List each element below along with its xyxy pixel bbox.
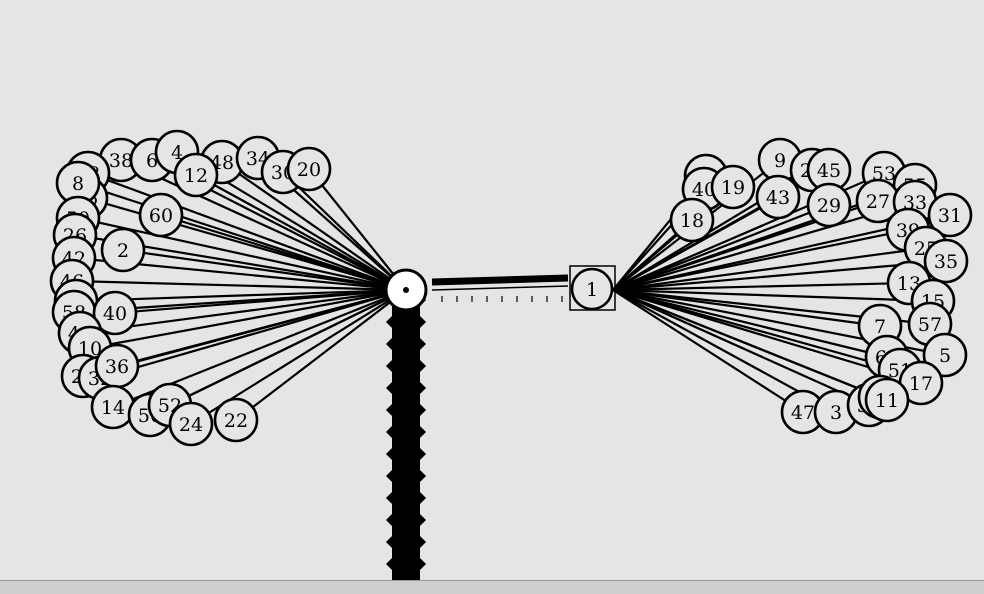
node-right-45-label: 45 (817, 160, 841, 182)
edge-left-40 (114, 288, 407, 315)
node-left-14-label: 14 (101, 397, 125, 419)
node-left-40-label: 40 (103, 303, 127, 325)
node-left-40[interactable]: 40 (92, 290, 138, 336)
edge-left-10 (89, 288, 407, 350)
right-hub-label: 1 (586, 279, 598, 301)
node-left-14[interactable]: 14 (90, 384, 136, 430)
node-left-8-label: 8 (72, 173, 84, 195)
spine-notch (386, 426, 426, 438)
edge-right-25 (612, 246, 927, 292)
node-left-12[interactable]: 12 (173, 152, 219, 198)
node-left-20[interactable]: 20 (286, 146, 332, 192)
node-right-7-label: 7 (874, 316, 886, 338)
node-right-9-label: 9 (774, 150, 786, 172)
edge-right-47 (612, 289, 804, 413)
node-right-31[interactable]: 31 (927, 192, 973, 238)
edge-right-43 (612, 196, 779, 291)
hub-connector (431, 274, 569, 302)
node-right-29-label: 29 (817, 195, 841, 217)
node-right-18-label: 18 (680, 210, 704, 232)
nodes-layer: 3864483430201816128506026242465458404410… (49, 129, 973, 447)
node-left-20-label: 20 (297, 159, 321, 181)
edge-right-37 (612, 288, 870, 407)
node-right-17[interactable]: 17 (898, 360, 944, 406)
status-bar (0, 580, 984, 594)
node-left-36-label: 36 (105, 356, 129, 378)
node-right-3-label: 3 (830, 402, 842, 424)
edge-right-11 (612, 288, 888, 402)
node-right-5-label: 5 (939, 345, 951, 367)
edge-left-32 (99, 288, 407, 380)
node-right-29[interactable]: 29 (806, 182, 852, 228)
left-hub-node[interactable] (384, 268, 428, 312)
node-left-24-label: 24 (179, 414, 203, 436)
node-left-22-label: 22 (224, 410, 248, 432)
edge-left-20 (308, 168, 407, 291)
edge-right-61 (612, 288, 888, 359)
node-right-35-label: 35 (934, 251, 958, 273)
edge-right-39 (612, 228, 909, 292)
node-left-36[interactable]: 36 (94, 343, 140, 389)
edge-left-18 (87, 171, 407, 292)
node-left-4-label: 4 (171, 142, 183, 164)
node-right-57-label: 57 (918, 314, 942, 336)
node-right-31-label: 31 (938, 205, 962, 227)
edge-left-22 (235, 289, 407, 421)
spine-notch (386, 316, 426, 328)
node-left-38-label: 38 (109, 150, 133, 172)
edge-left-38 (120, 158, 407, 292)
spine-notch (386, 536, 426, 548)
edge-right-15 (612, 288, 934, 303)
edge-left-48 (221, 161, 407, 291)
node-left-24[interactable]: 24 (168, 401, 214, 447)
node-left-2[interactable]: 2 (100, 227, 146, 273)
edge-right-29 (612, 203, 830, 292)
spine-notch (386, 492, 426, 504)
node-right-19[interactable]: 19 (710, 164, 756, 210)
edge-right-13 (612, 281, 910, 292)
node-right-17-label: 17 (909, 373, 933, 395)
node-right-40-label: 40 (692, 179, 716, 201)
node-right-35[interactable]: 35 (923, 238, 969, 284)
node-right-27-label: 27 (866, 191, 890, 213)
spine-notch (386, 558, 426, 570)
edge-right-7 (612, 288, 881, 328)
edge-left-2 (122, 248, 407, 292)
spine-notch (386, 448, 426, 460)
node-left-38[interactable]: 38 (98, 137, 144, 183)
edge-left-44 (79, 288, 407, 335)
node-right-43-label: 43 (766, 187, 790, 209)
spine-notch (386, 514, 426, 526)
node-left-60-label: 60 (149, 205, 173, 227)
edge-right-35 (612, 259, 947, 292)
edge-left-52 (169, 289, 407, 406)
node-right-47-label: 47 (791, 402, 815, 424)
node-left-60[interactable]: 60 (138, 192, 184, 238)
spine (386, 294, 426, 580)
edge-left-30 (282, 171, 407, 291)
spine-notch (386, 470, 426, 482)
spine-notch (386, 360, 426, 372)
edge-left-12 (195, 174, 407, 291)
node-right-11-label: 11 (875, 390, 899, 412)
edge-left-60 (160, 213, 407, 292)
node-right-18[interactable]: 18 (669, 197, 715, 243)
edge-left-36 (116, 288, 407, 368)
edge-left-46 (71, 279, 407, 292)
spine-notch (386, 338, 426, 350)
node-left-22[interactable]: 22 (213, 397, 259, 443)
node-left-2-label: 2 (117, 240, 129, 262)
node-right-43[interactable]: 43 (755, 174, 801, 220)
right-hub-node[interactable]: 1 (569, 265, 616, 311)
node-right-11[interactable]: 11 (864, 377, 910, 423)
node-right-19-label: 19 (721, 177, 745, 199)
spine-notch (386, 382, 426, 394)
spine-notch (386, 404, 426, 416)
node-left-12-label: 12 (184, 165, 208, 187)
